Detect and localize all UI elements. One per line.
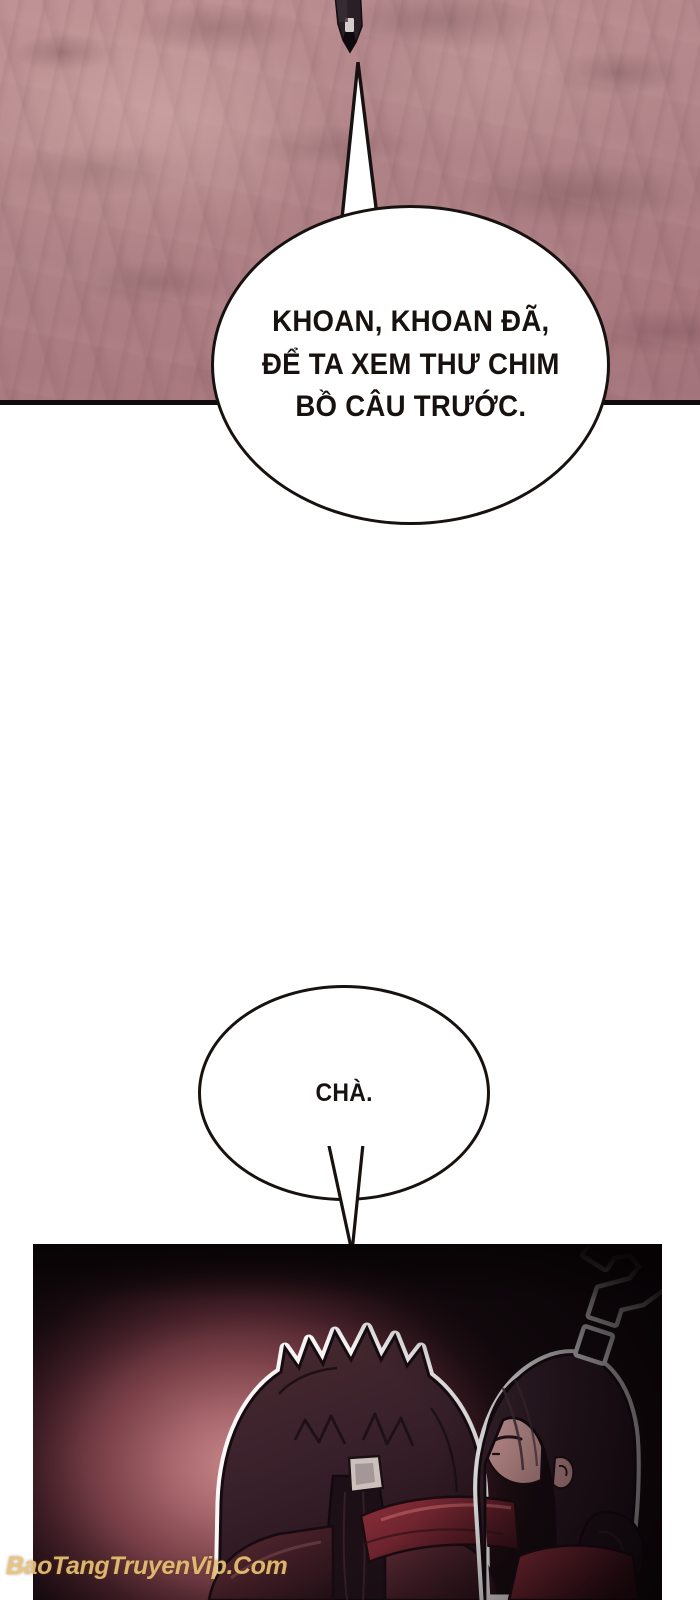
speech-bubble-1: KHOAN, KHOAN ĐÃ, ĐỂ TA XEM THƯ CHIM BỒ C…: [211, 205, 610, 525]
speech-bubble-2: CHÀ.: [198, 985, 490, 1201]
panel-bottom: [33, 1244, 662, 1600]
panel-bottom-vignette: [33, 1244, 662, 1600]
bubble-1-line-1: KHOAN, KHOAN ĐÃ,: [271, 305, 550, 339]
bubble-1-line-3: BỒ CÂU TRƯỚC.: [295, 390, 526, 424]
bubble-2-line-1: CHÀ.: [315, 1078, 373, 1107]
speech-bubble-1-text: KHOAN, KHOAN ĐÃ, ĐỂ TA XEM THƯ CHIM BỒ C…: [251, 301, 571, 429]
speech-bubble-2-text: CHÀ.: [315, 1077, 372, 1110]
site-watermark: BaoTangTruyenVip.Com: [6, 1552, 288, 1580]
brush-tip-icon: [334, 0, 363, 54]
bubble-1-line-2: ĐỂ TA XEM THƯ CHIM: [261, 347, 560, 381]
